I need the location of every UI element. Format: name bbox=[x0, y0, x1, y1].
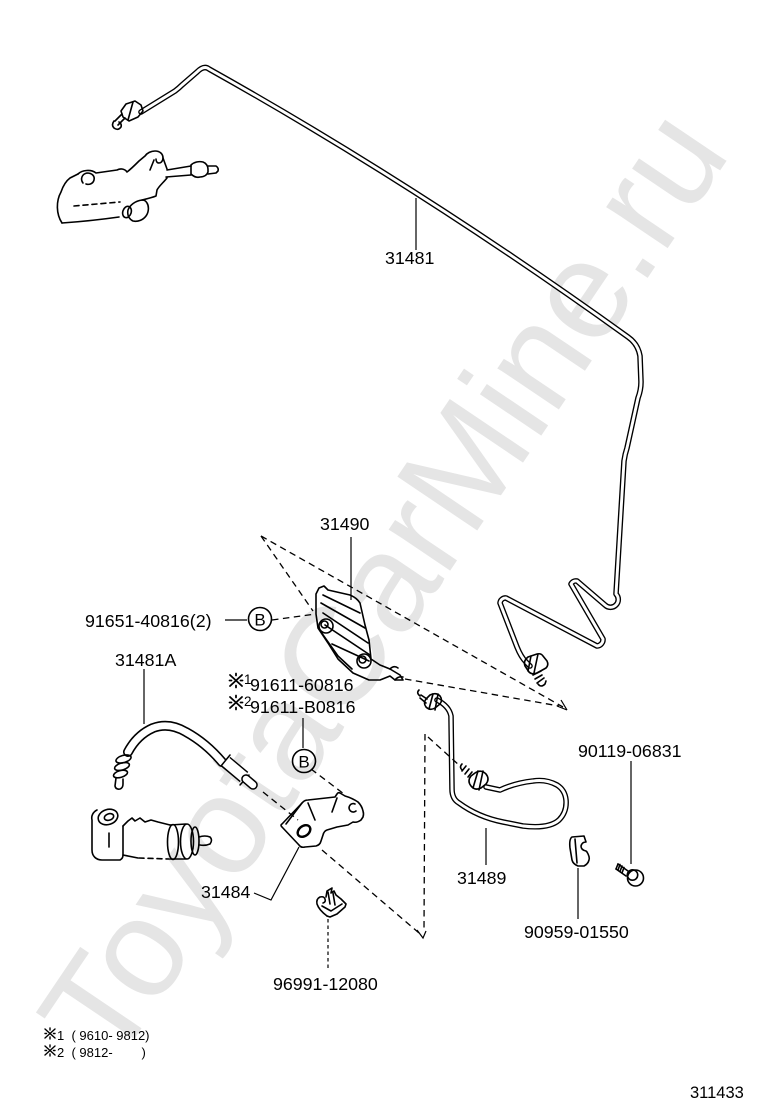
svg-text:31489: 31489 bbox=[457, 868, 507, 888]
svg-text:311433: 311433 bbox=[690, 1084, 744, 1102]
svg-text:96991-12080: 96991-12080 bbox=[273, 974, 378, 994]
svg-text:31484: 31484 bbox=[201, 882, 251, 902]
svg-text:31481A: 31481A bbox=[115, 650, 176, 670]
svg-text:2: 2 bbox=[244, 694, 252, 709]
svg-text:91611-B0816: 91611-B0816 bbox=[250, 697, 356, 717]
svg-text:B: B bbox=[298, 753, 309, 772]
svg-text:91611-60816: 91611-60816 bbox=[250, 675, 354, 695]
svg-text:31490: 31490 bbox=[320, 514, 370, 534]
svg-text:1: 1 bbox=[244, 672, 252, 687]
svg-text:90959-01550: 90959-01550 bbox=[524, 922, 629, 942]
svg-text:31481: 31481 bbox=[385, 248, 435, 268]
svg-text:B: B bbox=[254, 611, 265, 630]
svg-text:90119-06831: 90119-06831 bbox=[578, 741, 682, 761]
svg-text:2 ( 9812- ): 2 ( 9812- ) bbox=[57, 1045, 146, 1060]
svg-text:1 ( 9610- 9812): 1 ( 9610- 9812) bbox=[57, 1028, 150, 1043]
svg-text:91651-40816(2): 91651-40816(2) bbox=[85, 611, 212, 631]
